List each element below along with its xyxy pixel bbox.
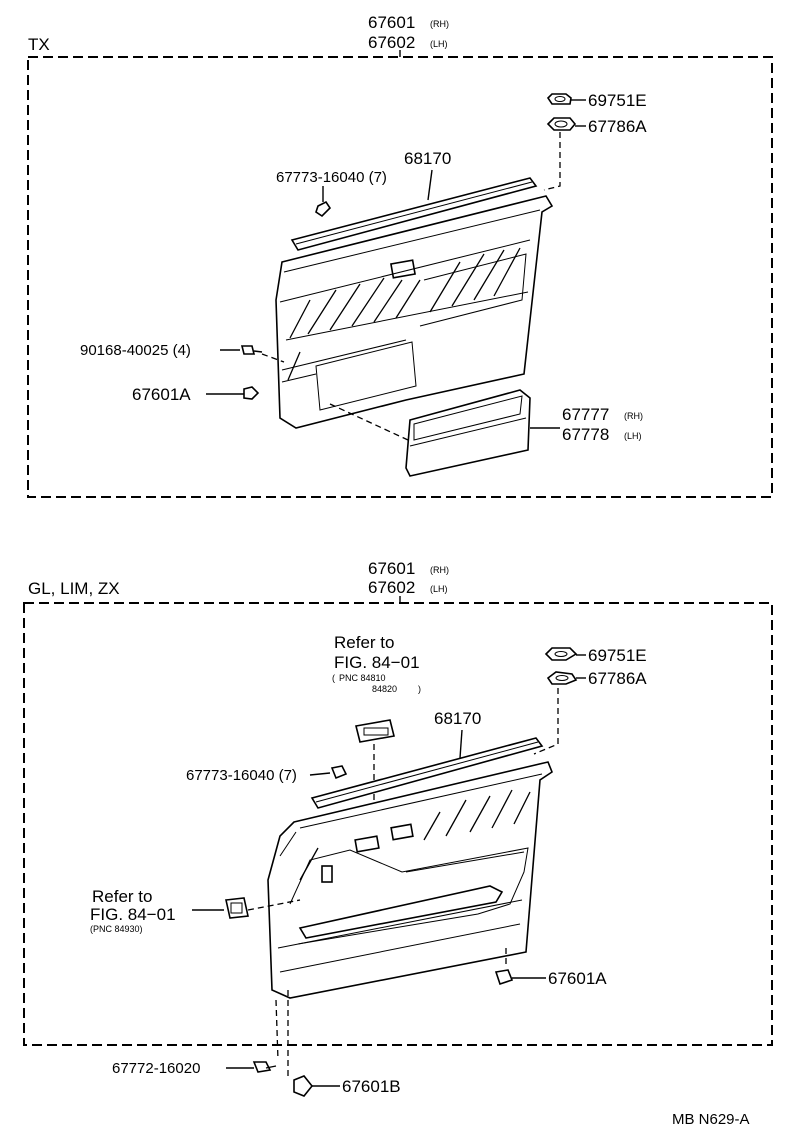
bottom-refer-switch-line1: Refer to: [334, 633, 394, 652]
bottom-refer-switch-line2: FIG. 84−01: [334, 653, 420, 672]
bottom-clip-67786a: [546, 671, 578, 685]
top-weatherstrip: [290, 177, 538, 251]
top-variant-label: TX: [28, 35, 50, 54]
top-armrest: [405, 389, 531, 477]
top-title-rh: 67601: [368, 13, 415, 32]
bottom-variant-label: GL, LIM, ZX: [28, 579, 120, 598]
bottom-label-68170: 68170: [434, 709, 481, 728]
bottom-power-window-switch: [355, 719, 395, 743]
bottom-refer-left-line2: FIG. 84−01: [90, 905, 176, 924]
top-label-68170: 68170: [404, 149, 451, 168]
top-label-67777: 67777: [562, 405, 609, 424]
top-section: TX 67601 (RH) 67602 (LH) 69751E 67786A 6…: [27, 13, 773, 498]
bottom-clip-67601b: [293, 1075, 340, 1097]
bottom-label-67772: 67772-16020: [112, 1060, 200, 1077]
bottom-frame: [23, 602, 773, 1046]
top-door-panel: [275, 195, 554, 429]
bottom-title-rh: 67601: [368, 559, 415, 578]
svg-text:): ): [418, 684, 421, 694]
top-label-67601a: 67601A: [132, 385, 191, 404]
bottom-label-67601a: 67601A: [548, 969, 607, 988]
top-label-67786a: 67786A: [588, 117, 647, 136]
bottom-title-lh: 67602: [368, 578, 415, 597]
bottom-refer-switch-pnc2: 84820: [372, 684, 397, 694]
top-label-67778: 67778: [562, 425, 609, 444]
top-label-69751e: 69751E: [588, 91, 647, 110]
top-label-67773: 67773-16040 (7): [276, 169, 387, 186]
top-clip-67773: [315, 200, 332, 218]
top-clip-69751e: [546, 93, 572, 105]
bottom-clip-69751e: [544, 647, 578, 661]
bottom-weatherstrip: [310, 737, 544, 809]
diagram-code: MB N629-A: [672, 1111, 750, 1128]
top-clip-67601a: [243, 386, 260, 400]
bottom-label-69751e: 69751E: [588, 646, 647, 665]
top-label-67777-sub: (RH): [624, 411, 643, 421]
bottom-clip-67601a: [494, 969, 514, 986]
top-clip-67786a: [546, 117, 577, 131]
bottom-title-rh-sub: (RH): [430, 565, 449, 575]
bottom-door-handle-bezel: [225, 897, 249, 919]
top-label-67778-sub: (LH): [624, 431, 642, 441]
bottom-title-lh-sub: (LH): [430, 584, 448, 594]
bottom-door-panel: [267, 761, 553, 999]
top-title-rh-sub: (RH): [430, 19, 449, 29]
top-frame: [27, 56, 773, 498]
bottom-section: GL, LIM, ZX 67601 (RH) 67602 (LH) Refer …: [23, 559, 773, 1097]
bottom-label-67786a: 67786A: [588, 669, 647, 688]
svg-text:(: (: [332, 673, 335, 683]
bottom-label-67601b: 67601B: [342, 1077, 401, 1096]
bottom-clip-67773: [330, 765, 348, 780]
top-title-lh: 67602: [368, 33, 415, 52]
bottom-refer-left-line1: Refer to: [92, 887, 152, 906]
top-label-90168: 90168-40025 (4): [80, 342, 191, 359]
top-screw-90168: [240, 345, 263, 355]
bottom-refer-switch-pnc1: PNC 84810: [339, 673, 386, 683]
top-title-lh-sub: (LH): [430, 39, 448, 49]
bottom-screw-67772: [252, 1061, 277, 1073]
bottom-refer-left-pnc: (PNC 84930): [90, 924, 143, 934]
bottom-label-67773: 67773-16040 (7): [186, 767, 297, 784]
